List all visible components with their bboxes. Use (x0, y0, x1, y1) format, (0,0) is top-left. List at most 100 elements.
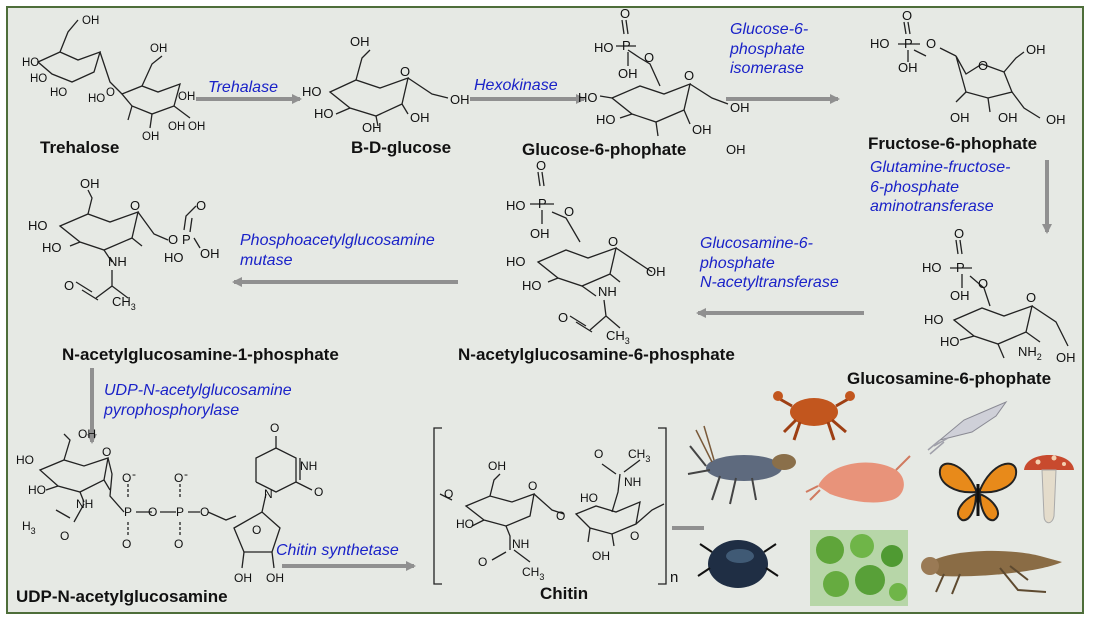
gln6p-ho: HO (924, 312, 944, 327)
gln6p-ho: HO (922, 260, 942, 275)
algae-icon (810, 530, 908, 606)
chitin-o: O (630, 529, 639, 543)
udp-o: O (252, 523, 261, 537)
trehalose-structure: OH HO HO HO O OH HO OH OH OH OH (22, 15, 205, 143)
glcnac1p-structure: OH O O HO O P OH HO HO NH O CH3 (28, 176, 220, 312)
udp-o: O (174, 537, 183, 551)
gln6p-structure: O HO P O OH O HO HO NH2 OH (922, 226, 1076, 365)
glcnac6p-structure: O HO P O OH O HO HO OH NH O CH3 (506, 158, 666, 346)
g6p-ho: HO (596, 112, 616, 127)
udp-o: O (200, 505, 209, 519)
chitin-nh: NH (624, 475, 641, 489)
chitin-structure: O OH O HO NH O CH3 O HO O CH3 NH O OH n (433, 427, 678, 586)
glcnac6p-o: O (608, 234, 618, 249)
glucose-ho: HO (302, 84, 322, 99)
label-glucosamine-6-phosphate: Glucosamine-6-phophate (847, 369, 1052, 388)
chitin-ho: HO (456, 517, 474, 531)
chitin-oh: OH (592, 549, 610, 563)
glcnac6p-ho: HO (506, 198, 526, 213)
udp-o: O (122, 537, 131, 551)
udpglcnac-structure: OH HO O HO NH H3 O O - P O P O - O O O O… (16, 421, 323, 585)
gln6p-ho: HO (940, 334, 960, 349)
gln6p-o: O (1026, 290, 1036, 305)
glcnac6p-p: P (538, 196, 547, 211)
glcnac1p-ho: HO (42, 240, 62, 255)
gln6p-p: P (956, 260, 965, 275)
gln6p-oh: OH (950, 288, 970, 303)
glcnac1p-o: O (196, 198, 206, 213)
gln6p-oh: OH (1056, 350, 1076, 365)
enzyme-glucose-6-phosphate-isomerase: Glucose-6- phosphate isomerase (730, 21, 809, 78)
squid-icon (927, 400, 1008, 455)
chitin-o: O (528, 479, 537, 493)
f6p-o: O (926, 36, 936, 51)
label-beta-d-glucose: B-D-glucose (351, 138, 452, 157)
chitin-o: O (478, 555, 487, 569)
f6p-o: O (978, 58, 988, 73)
chitin-oh: OH (488, 459, 506, 473)
udp-o: O (60, 529, 69, 543)
chitin-o: O (444, 487, 453, 501)
udp-oh: OH (266, 571, 284, 585)
shrimp-icon (805, 455, 911, 503)
label-udp-n-acetylglucosamine: UDP-N-acetylglucosamine (16, 587, 228, 606)
udp-p: P (176, 505, 184, 519)
g6p-o: O (620, 6, 630, 21)
udp-ho: HO (16, 453, 34, 467)
label-trehalose: Trehalose (40, 138, 120, 157)
enzyme-udp-glcnac-pyrophosphorylase: UDP-N-acetylglucosamine pyrophosphorylas… (104, 382, 292, 419)
udp-ho: HO (28, 483, 46, 497)
g6p-p: P (622, 38, 631, 53)
pathway-arrows (87, 94, 1052, 571)
glcnac1p-o: O (130, 198, 140, 213)
udp-minus: - (184, 467, 188, 481)
glcnac6p-ho: HO (506, 254, 526, 269)
glcnac6p-ch3: CH3 (606, 328, 630, 346)
chitin-nh: NH (512, 537, 529, 551)
glcnac1p-ho: HO (28, 218, 48, 233)
glcnac6p-o: O (564, 204, 574, 219)
glcnac1p-ho: HO (164, 250, 184, 265)
udp-o: O (122, 471, 131, 485)
g6p-oh: OH (692, 122, 712, 137)
f6p-oh: OH (1046, 112, 1066, 127)
glucose-oh: OH (410, 110, 430, 125)
gln6p-o: O (954, 226, 964, 241)
glcnac1p-oh: OH (80, 176, 100, 191)
enzyme-gnat: Glucosamine-6- phosphate N-acetyltransfe… (700, 235, 839, 292)
enzyme-chitin-synthetase: Chitin synthetase (276, 542, 399, 559)
chitin-o: O (594, 447, 603, 461)
butterfly-icon (938, 462, 1018, 522)
chitin-ch3: CH3 (628, 447, 650, 464)
enzyme-hexokinase: Hexokinase (474, 77, 558, 94)
udp-nh: NH (300, 459, 317, 473)
chitin-repeat-n: n (670, 569, 678, 586)
trehalose-oh: OH (188, 121, 205, 133)
label-chitin: Chitin (540, 584, 589, 603)
udp-h3c: H3 (22, 519, 36, 536)
glucose-structure: OH O HO HO OH OH OH (302, 34, 470, 135)
trehalose-oh: OH (142, 131, 159, 143)
trehalose-oh: OH (82, 15, 99, 27)
enzyme-trehalase: Trehalase (208, 79, 278, 96)
udp-n: N (264, 487, 273, 501)
g6p-oh: OH (730, 100, 750, 115)
mushroom-icon (1024, 455, 1074, 524)
udp-o: O (270, 421, 279, 435)
glucose-oh: OH (450, 92, 470, 107)
glcnac6p-oh: OH (646, 264, 666, 279)
enzyme-phosphoacetylglucosamine-mutase: Phosphoacetylglucosamine mutase (240, 232, 435, 269)
trehalose-ho: HO (50, 87, 67, 99)
figure-frame (6, 6, 1084, 614)
g6p-ho: HO (578, 90, 598, 105)
chitin-ho: HO (580, 491, 598, 505)
gln6p-o: O (978, 276, 988, 291)
f6p-structure: O HO P O OH OH O OH OH OH (870, 8, 1066, 127)
glcnac1p-nh: NH (108, 254, 127, 269)
trehalose-ho: HO (30, 73, 47, 85)
label-fructose-6-phosphate: Fructose-6-phophate (868, 134, 1038, 153)
f6p-oh: OH (898, 60, 918, 75)
crab-icon (773, 391, 855, 441)
f6p-p: P (904, 36, 913, 51)
